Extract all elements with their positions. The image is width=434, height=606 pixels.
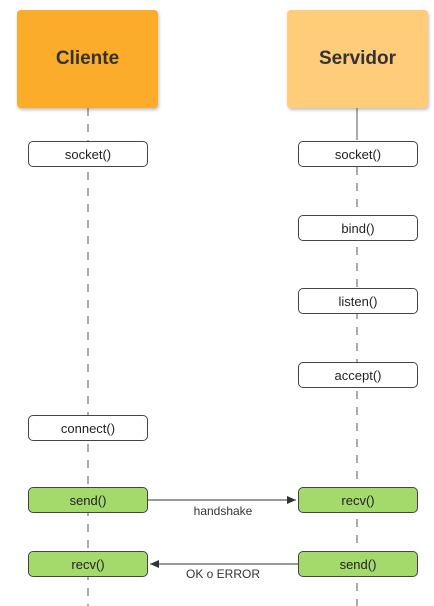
actor-server-label: Servidor [318, 48, 397, 69]
client-step-label: recv() [71, 556, 105, 572]
server-step-accept: accept() [298, 362, 418, 388]
actor-client-label: Cliente [55, 48, 120, 69]
message-label-handshake: handshake [193, 504, 253, 518]
actor-server: Servidor [287, 10, 428, 108]
client-step-label: socket() [64, 146, 112, 162]
client-step-connect: connect() [28, 415, 148, 441]
server-step-bind: bind() [298, 215, 418, 241]
server-step-label: recv() [341, 492, 375, 508]
server-step-socket: socket() [298, 141, 418, 167]
actor-client: Cliente [17, 10, 158, 108]
server-step-label: bind() [341, 220, 375, 236]
client-step-label: send() [69, 492, 107, 508]
server-step-send: send() [298, 551, 418, 577]
server-step-label: accept() [334, 367, 382, 383]
server-step-label: listen() [338, 293, 378, 309]
server-step-label: socket() [334, 146, 382, 162]
client-step-label: connect() [60, 420, 116, 436]
message-label-ok-error: OK o ERROR [185, 567, 260, 581]
client-step-send: send() [28, 487, 148, 513]
client-step-recv: recv() [28, 551, 148, 577]
client-step-socket: socket() [28, 141, 148, 167]
server-step-label: send() [339, 556, 377, 572]
server-step-listen: listen() [298, 288, 418, 314]
server-step-recv: recv() [298, 487, 418, 513]
